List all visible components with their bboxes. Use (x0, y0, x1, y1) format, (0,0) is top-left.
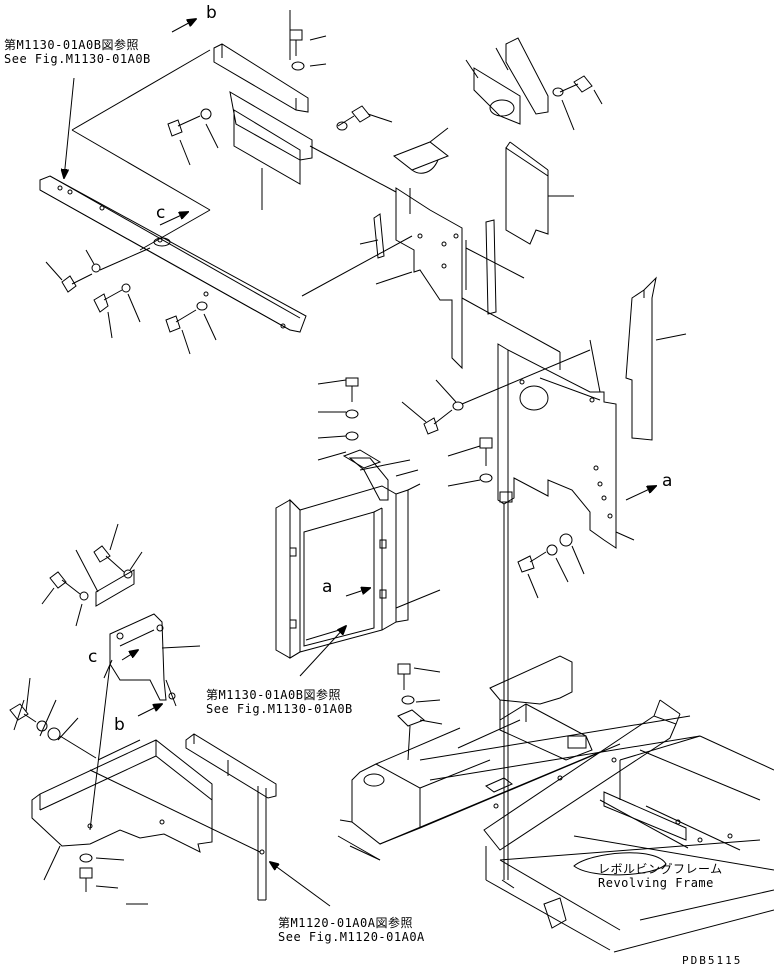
bolt-set-lower-left (9, 523, 143, 761)
view-marker-a-right: a (662, 471, 673, 491)
view-marker-b-top: b (206, 3, 217, 23)
reference-note-middle: 第M1130-01A0B図参照 See Fig.M1130-01A0B (206, 688, 353, 716)
view-marker-a-radiator: a (322, 577, 333, 597)
seal-block-part (392, 37, 549, 174)
leader-lines (501, 504, 515, 889)
view-marker-c-upper: c (156, 203, 166, 223)
reference-note-bottom-en: See Fig.M1120-01A0A (278, 930, 425, 944)
reference-note-bottom-jp: 第M1120-01A0A図参照 (278, 916, 413, 930)
mount-bracket-part (89, 613, 201, 831)
center-baffle-part (301, 145, 561, 370)
revolving-frame-label-en: Revolving Frame (598, 876, 714, 890)
view-marker-b-lower: b (114, 715, 125, 735)
side-plate-part (497, 339, 656, 549)
hanger-rod-part (185, 733, 331, 907)
bolt-set-upper (167, 29, 603, 166)
lower-cover-part (31, 739, 261, 905)
bolt-set-radiator-top (317, 377, 419, 501)
rubber-strip-parts (359, 141, 687, 441)
reference-note-top-jp: 第M1130-01A0B図参照 (4, 38, 139, 52)
drawing-code: PDB5115 (682, 954, 743, 967)
bolt-set-left (45, 247, 217, 355)
radiator-frame-part (275, 483, 441, 677)
reference-note-bottom: 第M1120-01A0A図参照 See Fig.M1120-01A0A (278, 916, 425, 944)
reference-note-middle-en: See Fig.M1130-01A0B (206, 702, 353, 716)
view-arrow-c-upper (159, 212, 188, 226)
leader-ref-top (64, 77, 75, 178)
view-marker-c-lower: c (88, 647, 98, 667)
revolving-frame-part (337, 655, 774, 953)
reference-note-middle-jp: 第M1130-01A0B図参照 (206, 688, 341, 702)
revolving-frame-label: レボルビングフレーム Revolving Frame (598, 862, 723, 890)
bolt-set-frame (397, 663, 443, 761)
bolt-set-right (401, 349, 591, 599)
revolving-frame-label-jp: レボルビングフレーム (598, 862, 723, 876)
reference-note-top-en: See Fig.M1130-01A0B (4, 52, 151, 66)
view-arrow-b-top (171, 19, 196, 33)
cross-beam-part (39, 49, 307, 333)
reference-note-top: 第M1130-01A0B図参照 See Fig.M1130-01A0B (4, 38, 151, 66)
